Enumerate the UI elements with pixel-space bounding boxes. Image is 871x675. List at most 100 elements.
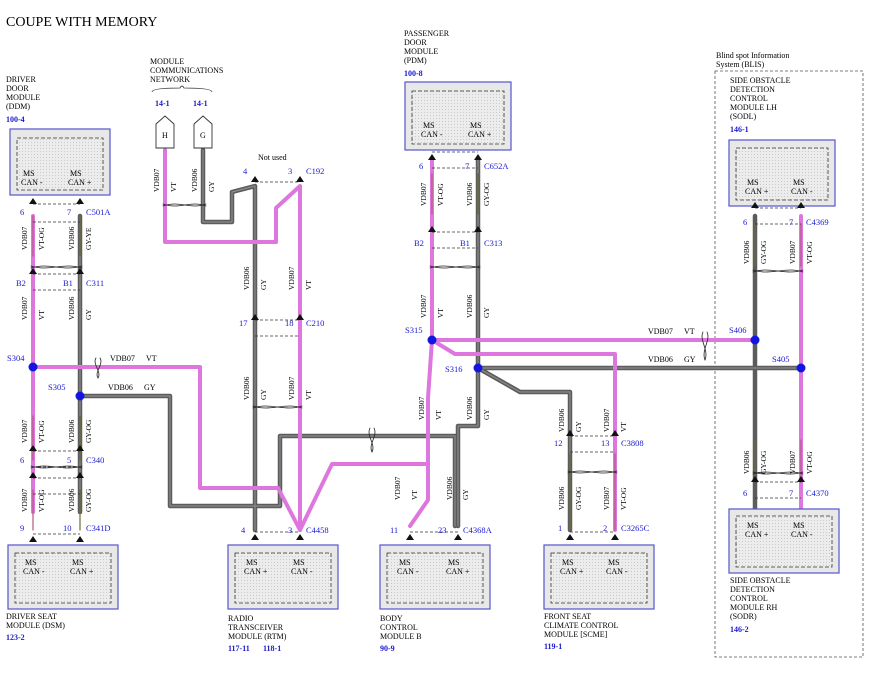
svg-text:VDB06: VDB06 bbox=[648, 355, 673, 364]
svg-text:CAN +: CAN + bbox=[560, 567, 584, 576]
blis-label: Blind spot Information bbox=[716, 51, 789, 60]
svg-text:MODULE RH: MODULE RH bbox=[730, 603, 778, 612]
svg-text:MS: MS bbox=[72, 558, 84, 567]
svg-text:MS: MS bbox=[793, 521, 805, 530]
svg-text:VT-OG: VT-OG bbox=[436, 183, 445, 206]
svg-text:117-11: 117-11 bbox=[228, 644, 250, 653]
svg-text:GY-OG: GY-OG bbox=[759, 450, 768, 474]
svg-text:VDB06: VDB06 bbox=[67, 419, 76, 443]
svg-text:(SODL): (SODL) bbox=[730, 112, 757, 121]
svg-text:7: 7 bbox=[789, 488, 793, 498]
svg-text:VT: VT bbox=[684, 327, 695, 336]
svg-text:VT: VT bbox=[169, 182, 178, 192]
wires bbox=[30, 147, 804, 533]
svg-text:MS: MS bbox=[608, 558, 620, 567]
svg-text:CAN +: CAN + bbox=[745, 187, 769, 196]
connector-g-icon bbox=[193, 115, 213, 149]
svg-text:DETECTION: DETECTION bbox=[730, 585, 775, 594]
svg-text:(SODR): (SODR) bbox=[730, 612, 757, 621]
svg-text:VDB06: VDB06 bbox=[742, 450, 751, 474]
svg-text:6: 6 bbox=[743, 217, 747, 227]
ddm-name: DRIVER bbox=[6, 75, 36, 84]
svg-text:123-2: 123-2 bbox=[6, 633, 25, 642]
svg-text:VT: VT bbox=[304, 390, 313, 400]
svg-text:GY: GY bbox=[461, 489, 470, 500]
svg-text:GY: GY bbox=[574, 421, 583, 432]
svg-text:GY-OG: GY-OG bbox=[759, 240, 768, 264]
splice-s305 bbox=[75, 391, 85, 401]
svg-text:(DDM): (DDM) bbox=[6, 102, 30, 111]
svg-text:GY-OG: GY-OG bbox=[482, 182, 491, 206]
svg-text:RADIO: RADIO bbox=[228, 614, 254, 623]
connector-dashes bbox=[33, 151, 801, 535]
svg-text:100-8: 100-8 bbox=[404, 69, 423, 78]
svg-text:S316: S316 bbox=[445, 364, 462, 374]
svg-text:CAN +: CAN + bbox=[446, 567, 470, 576]
svg-text:CAN +: CAN + bbox=[68, 178, 92, 187]
svg-text:VDB06: VDB06 bbox=[242, 376, 251, 400]
svg-text:S406: S406 bbox=[729, 325, 746, 335]
svg-text:7: 7 bbox=[789, 217, 793, 227]
splice-labels: S304 S305 S315 S316 S406 S405 bbox=[7, 325, 789, 392]
svg-text:S304: S304 bbox=[7, 353, 25, 363]
svg-text:B2: B2 bbox=[414, 238, 424, 248]
svg-text:CAN +: CAN + bbox=[70, 567, 94, 576]
svg-text:VDB06: VDB06 bbox=[108, 383, 133, 392]
splice-s315 bbox=[427, 335, 437, 345]
svg-text:VT-OG: VT-OG bbox=[805, 241, 814, 264]
svg-text:7: 7 bbox=[67, 207, 71, 217]
svg-text:23: 23 bbox=[438, 525, 447, 535]
svg-text:MS: MS bbox=[747, 521, 759, 530]
svg-text:VDB07: VDB07 bbox=[20, 226, 29, 250]
svg-text:C3265C: C3265C bbox=[621, 523, 650, 533]
svg-text:C210: C210 bbox=[306, 318, 324, 328]
svg-text:GY: GY bbox=[684, 355, 696, 364]
svg-text:MS: MS bbox=[23, 169, 35, 178]
ddm-ref: 100-4 bbox=[6, 115, 25, 124]
svg-text:MS: MS bbox=[399, 558, 411, 567]
svg-text:VT: VT bbox=[410, 490, 419, 500]
svg-text:CAN -: CAN - bbox=[21, 178, 43, 187]
svg-text:VDB07: VDB07 bbox=[393, 476, 402, 500]
svg-text:CAN +: CAN + bbox=[468, 130, 492, 139]
svg-text:VDB07: VDB07 bbox=[419, 182, 428, 206]
svg-text:C652A: C652A bbox=[484, 161, 509, 171]
connector-labels: C501A C311 C340 C341D C192 C210 C4458 C6… bbox=[86, 161, 829, 535]
svg-text:VDB06: VDB06 bbox=[67, 488, 76, 512]
svg-text:VDB06: VDB06 bbox=[445, 476, 454, 500]
svg-text:18: 18 bbox=[285, 318, 294, 328]
svg-text:VDB07: VDB07 bbox=[417, 396, 426, 420]
svg-text:DETECTION: DETECTION bbox=[730, 85, 775, 94]
svg-text:VDB07: VDB07 bbox=[287, 266, 296, 290]
splice-s405 bbox=[796, 363, 806, 373]
svg-text:C4369: C4369 bbox=[806, 217, 829, 227]
svg-text:4: 4 bbox=[243, 166, 248, 176]
svg-text:VT: VT bbox=[619, 422, 628, 432]
svg-text:C4368A: C4368A bbox=[463, 525, 493, 535]
svg-text:VDB06: VDB06 bbox=[465, 396, 474, 420]
svg-text:CAN -: CAN - bbox=[606, 567, 628, 576]
svg-text:MODULE (RTM): MODULE (RTM) bbox=[228, 632, 287, 641]
svg-text:9: 9 bbox=[20, 523, 24, 533]
svg-text:VDB06: VDB06 bbox=[67, 296, 76, 320]
svg-text:COMMUNICATIONS: COMMUNICATIONS bbox=[150, 66, 223, 75]
svg-text:MS: MS bbox=[25, 558, 37, 567]
svg-text:CLIMATE CONTROL: CLIMATE CONTROL bbox=[544, 621, 619, 630]
svg-text:6: 6 bbox=[743, 488, 747, 498]
svg-text:GY: GY bbox=[144, 383, 156, 392]
svg-text:VDB06: VDB06 bbox=[67, 226, 76, 250]
blis-boundary bbox=[714, 70, 864, 658]
svg-text:VDB07: VDB07 bbox=[648, 327, 673, 336]
svg-text:3: 3 bbox=[288, 525, 292, 535]
svg-text:17: 17 bbox=[239, 318, 248, 328]
svg-text:146-2: 146-2 bbox=[730, 625, 749, 634]
svg-text:CAN -: CAN - bbox=[397, 567, 419, 576]
svg-text:MS: MS bbox=[293, 558, 305, 567]
svg-text:C313: C313 bbox=[484, 238, 502, 248]
svg-text:CAN -: CAN - bbox=[23, 567, 45, 576]
